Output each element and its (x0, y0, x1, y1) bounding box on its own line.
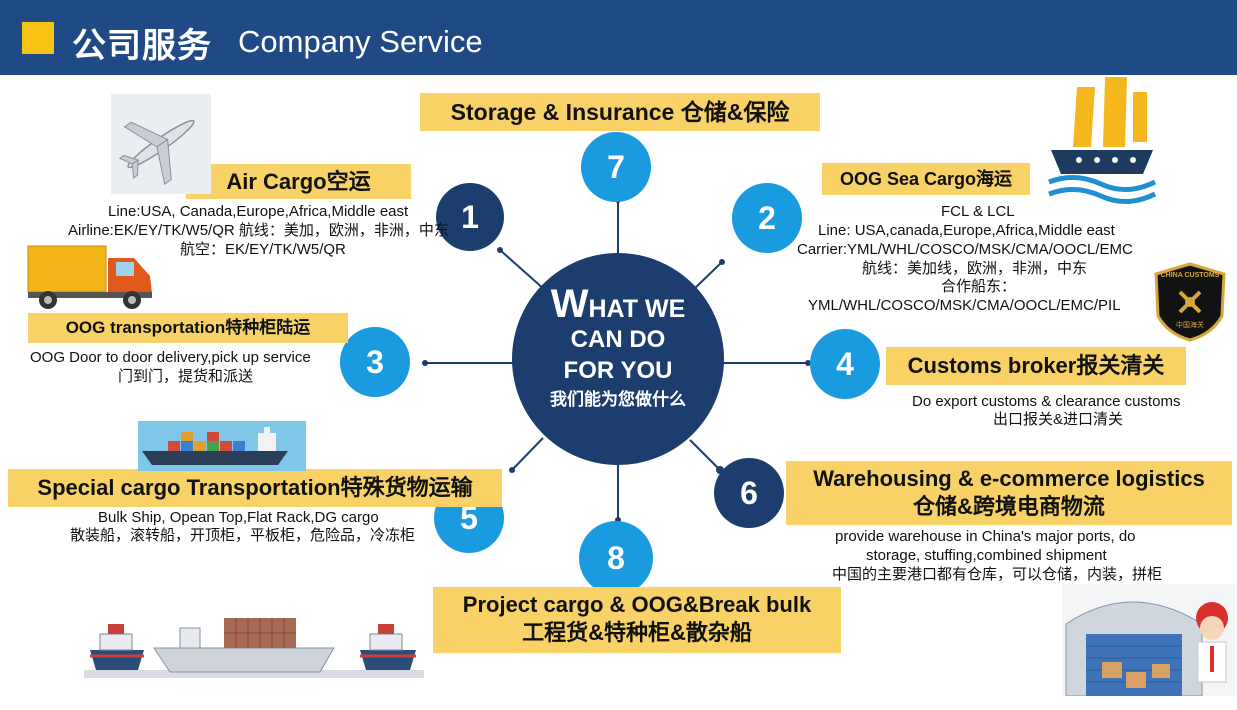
service-1-line-2: Airline:EK/EY/TK/W5/QR 航线：美加，欧洲，非洲，中东 (68, 222, 449, 239)
service-title-1: Air Cargo空运 (186, 164, 411, 199)
center-line-3: FOR YOU (563, 357, 673, 384)
center-line-1: WHAT WE (512, 284, 724, 324)
service-title-5: Special cargo Transportation特殊货物运输 (8, 469, 502, 507)
center-line-zh: 我们能为您做什么 (550, 390, 686, 409)
sailing-ship-icon (1047, 72, 1157, 208)
service-2-line-5: 合作船东： (941, 278, 1017, 295)
service-number-2: 2 (732, 183, 802, 253)
header-bar: 公司服务 Company Service (0, 0, 1237, 75)
service-6-line-2: storage, stuffing,combined shipment (866, 547, 1107, 564)
customs-badge-text-zh: 中国海关 (1176, 322, 1204, 329)
customs-badge-icon: CHINA CUSTOMS 中国海关 (1152, 262, 1228, 342)
service-2-line-4: 航线：美加线，欧洲，非洲，中东 (862, 260, 1088, 277)
airplane-icon (111, 94, 211, 194)
service-title-7: Storage & Insurance 仓储&保险 (420, 93, 820, 131)
service-title-8: Project cargo & OOG&Break bulk 工程货&特种柜&散… (433, 587, 841, 653)
truck-icon (24, 240, 162, 312)
service-4-line-2: 出口报关&进口清关 (993, 411, 1124, 428)
service-title-6-en: Warehousing & e-commerce logistics (813, 466, 1205, 491)
service-3-line-1: OOG Door to door delivery,pick up servic… (30, 349, 311, 366)
center-big-letter: W (550, 282, 589, 326)
center-line-2: CAN DO (570, 326, 666, 353)
service-title-4: Customs broker报关清关 (886, 347, 1186, 385)
service-4-line-1: Do export customs & clearance customs (912, 393, 1181, 410)
service-2-line-6: YML/WHL/COSCO/MSK/CMA/OOCL/EMC/PIL (808, 297, 1121, 314)
service-3-line-2: 门到门，提货和派送 (118, 368, 254, 385)
center-circle: WHAT WE CAN DO FOR YOU 我们能为您做什么 (512, 253, 724, 465)
service-number-4: 4 (810, 329, 880, 399)
service-title-6: Warehousing & e-commerce logistics 仓储&跨境… (786, 461, 1232, 525)
service-2-line-2: Line: USA,canada,Europe,Africa,Middle ea… (818, 222, 1115, 239)
service-title-8-en: Project cargo & OOG&Break bulk (462, 592, 812, 617)
service-title-8-zh: 工程货&特种柜&散杂船 (522, 620, 752, 645)
service-5-line-1: Bulk Ship, Opean Top,Flat Rack,DG cargo (98, 509, 379, 526)
service-6-line-1: provide warehouse in China's major ports… (835, 528, 1136, 545)
service-5-line-2: 散装船，滚转船，开顶柜，平板柜，危险品，冷冻柜 (70, 527, 416, 544)
container-ship-icon (138, 421, 306, 471)
service-number-7: 7 (581, 132, 651, 202)
service-title-2: OOG Sea Cargo海运 (822, 163, 1030, 195)
page-title-zh: 公司服务 (72, 27, 212, 65)
service-1-line-1: Line:USA, Canada,Europe,Africa,Middle ea… (108, 203, 409, 220)
service-2-line-3: Carrier:YML/WHL/COSCO/MSK/CMA/OOCL/EMC (797, 241, 1133, 258)
service-number-6: 6 (714, 458, 784, 528)
service-6-line-3: 中国的主要港口都有仓库，可以仓储，内装，拼柜 (832, 566, 1163, 583)
accent-square (22, 22, 54, 54)
service-title-6-zh: 仓储&跨境电商物流 (913, 494, 1105, 519)
page-title-en: Company Service (238, 24, 483, 59)
service-number-1: 1 (436, 183, 504, 251)
service-2-line-1: FCL & LCL (941, 203, 1015, 220)
service-number-3: 3 (340, 327, 410, 397)
service-1-line-3: 航空：EK/EY/TK/W5/QR (180, 241, 346, 258)
ships-illustration (84, 598, 424, 680)
service-number-8: 8 (579, 521, 653, 595)
customs-badge-text-en: CHINA CUSTOMS (1160, 272, 1220, 279)
service-title-3: OOG transportation特种柜陆运 (28, 313, 348, 343)
warehouse-illustration (1062, 584, 1236, 696)
center-line-1-rest: HAT WE (588, 295, 686, 323)
